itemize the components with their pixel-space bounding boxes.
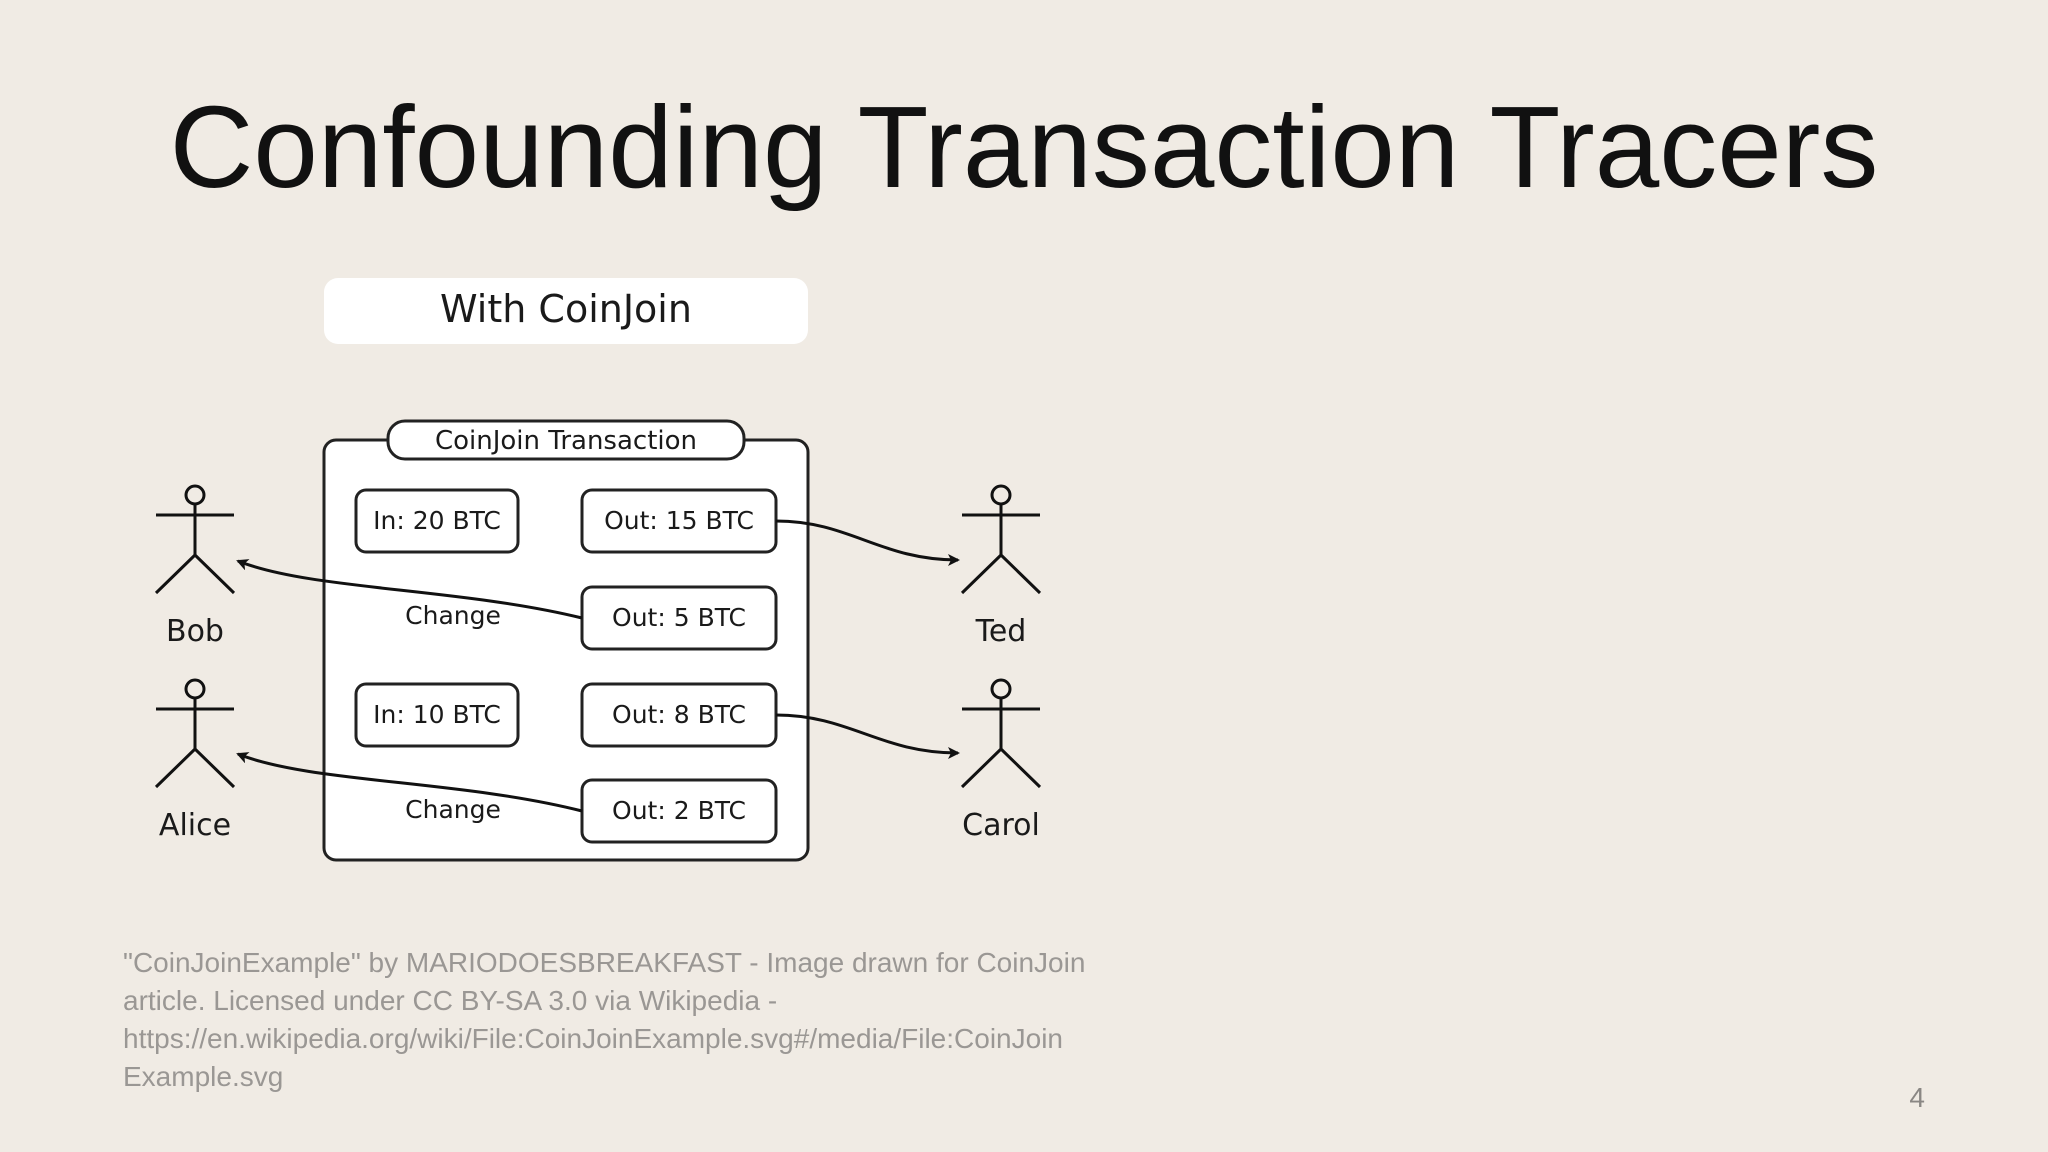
alice-label: Alice <box>159 808 231 843</box>
bob-label: Bob <box>166 614 224 649</box>
output-2-label: Out: 2 BTC <box>612 796 746 825</box>
arrow-out15-to-ted <box>775 519 960 566</box>
carol-figure-icon <box>960 678 1042 789</box>
change-label-alice: Change <box>405 795 501 824</box>
input-20-box <box>354 488 520 554</box>
caption-line: https://en.wikipedia.org/wiki/File:CoinJ… <box>123 1023 1063 1054</box>
input-20-label: In: 20 BTC <box>373 506 501 535</box>
input-10-label: In: 10 BTC <box>373 700 501 729</box>
input-10-box <box>354 682 520 748</box>
output-5-label: Out: 5 BTC <box>612 603 746 632</box>
coinjoin-transaction-title: CoinJoin Transaction <box>435 426 697 456</box>
caption-line: article. Licensed under CC BY-SA 3.0 via… <box>123 985 778 1016</box>
arrow-out2-to-alice <box>236 752 583 813</box>
slide-page-number: 4 <box>1909 1082 1925 1113</box>
ted-label: Ted <box>975 614 1027 649</box>
coinjoin-header-label: With CoinJoin <box>440 287 692 331</box>
caption-line: Example.svg <box>123 1061 284 1092</box>
change-label-bob: Change <box>405 601 501 630</box>
alice-figure-icon <box>154 678 236 789</box>
coinjoin-header-box <box>324 278 808 344</box>
arrow-out8-to-carol <box>775 713 960 759</box>
output-15-label: Out: 15 BTC <box>604 506 754 535</box>
carol-label: Carol <box>962 808 1040 843</box>
slide-title: Confounding Transaction Tracers <box>169 82 1879 212</box>
caption-line: "CoinJoinExample" by MARIODOESBREAKFAST … <box>123 947 1086 978</box>
coinjoin-transaction-title-box <box>386 419 746 461</box>
ted-figure-icon <box>960 484 1042 595</box>
output-8-label: Out: 8 BTC <box>612 700 746 729</box>
image-attribution-caption: "CoinJoinExample" by MARIODOESBREAKFAST … <box>123 944 1123 1096</box>
bob-figure-icon <box>154 484 236 595</box>
arrow-out5-to-bob <box>236 559 583 620</box>
